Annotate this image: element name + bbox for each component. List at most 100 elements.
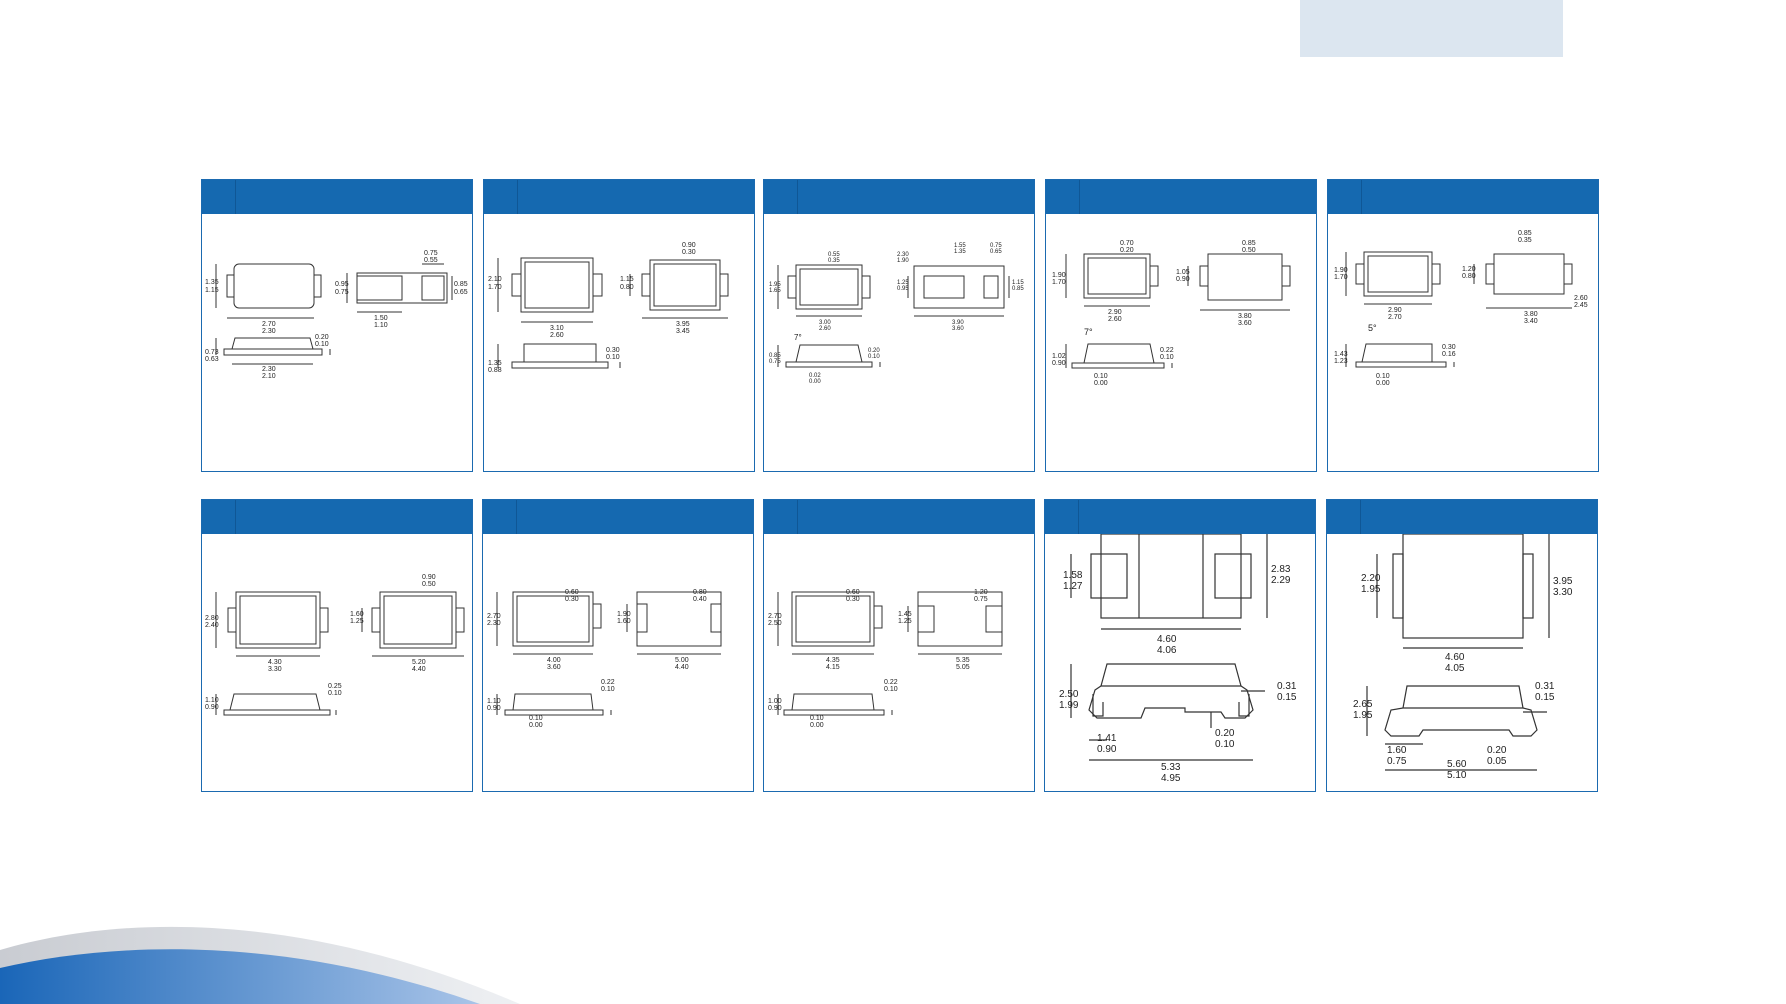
package-panel-5: 1.90 1.70 2.90 2.70 0.85 0.35 1.20 0.80 …	[1327, 179, 1599, 472]
dim-h1: 0.30	[606, 347, 620, 354]
dim-k2: 0.40	[693, 596, 707, 603]
dim-h1: 0.30	[1442, 344, 1456, 351]
dim-m1: 0.20	[1487, 745, 1507, 756]
dim-e1: 1.15	[1012, 280, 1024, 286]
dim-d1: 0.95	[335, 281, 349, 288]
dim-f2: 1.10	[374, 322, 388, 329]
dim-m1: 0.02	[809, 373, 821, 379]
dim-a2: 1.65	[769, 288, 781, 294]
panel-header	[483, 500, 753, 534]
dim-m2: 0.05	[1487, 756, 1507, 767]
dim-g1: 1.10	[487, 698, 501, 705]
package-panel-1: 1.35 1.15 2.70 2.30 0.75 0.55 0.95 0.75 …	[201, 179, 473, 472]
package-drawing-10: 2.20 1.95 3.95 3.30 4.60 4.05 2.65 1.95 …	[1353, 534, 1573, 781]
dim-h1: 0.31	[1535, 681, 1555, 692]
dim-f2: 3.45	[676, 328, 690, 335]
dim-n2: 0.90	[1097, 744, 1117, 755]
dim-k2: 0.35	[1518, 237, 1532, 244]
dim-b2: 2.60	[819, 326, 831, 332]
dim-c1: 0.70	[1120, 240, 1134, 247]
dim-f1: 5.35	[956, 657, 970, 664]
dim-g2: 0.75	[769, 359, 781, 365]
dim-c2: 0.30	[682, 249, 696, 256]
dim-f1: 5.33	[1161, 762, 1181, 773]
dim-b2: 2.70	[1388, 314, 1402, 321]
dim-a2: 1.70	[1052, 279, 1066, 286]
dim-f2: 4.40	[412, 666, 426, 673]
dim-b1: 3.10	[550, 325, 564, 332]
dim-d1: 1.15	[620, 276, 634, 283]
dim-h1: 0.20	[315, 334, 329, 341]
dim-c1: 0.90	[422, 574, 436, 581]
dim-d2: 1.60	[617, 618, 631, 625]
dim-d1: 1.45	[898, 611, 912, 618]
package-panel-9: 1.58 1.27 2.83 2.29 4.60 4.06 2.50 1.99 …	[1044, 499, 1316, 792]
dim-c2: 3.30	[1553, 587, 1573, 598]
dim-g2: 1.99	[1059, 700, 1079, 711]
dim-f1: 3.80	[1524, 311, 1538, 318]
package-drawing-3: 0.55 0.35 1.95 1.65 3.00 2.60 2.30 1.90 …	[769, 243, 1024, 385]
package-panel-10: 2.20 1.95 3.95 3.30 4.60 4.05 2.65 1.95 …	[1326, 499, 1598, 792]
dim-i2: 2.10	[262, 373, 276, 380]
package-panel-6: 2.80 2.40 4.30 3.30 0.90 0.50 1.60 1.25 …	[201, 499, 473, 792]
dim-a1: 1.95	[769, 282, 781, 288]
dim-l2: 0.65	[990, 249, 1002, 255]
dim-m2: 0.00	[529, 722, 543, 729]
dim-h1: 0.25	[328, 683, 342, 690]
dim-k2: 1.35	[954, 249, 966, 255]
dim-k2: 0.50	[1242, 247, 1256, 254]
dim-d2: 0.75	[335, 289, 349, 296]
panel-header	[202, 180, 472, 214]
dim-b2: 2.30	[262, 328, 276, 335]
dim-n1: 1.60	[1387, 745, 1407, 756]
package-panel-2: 2.10 1.70 3.10 2.60 0.90 0.30 1.15 0.80 …	[483, 179, 755, 472]
dim-f1: 5.20	[412, 659, 426, 666]
package-drawing-2: 2.10 1.70 3.10 2.60 0.90 0.30 1.15 0.80 …	[488, 242, 729, 374]
package-drawing-6: 2.80 2.40 4.30 3.30 0.90 0.50 1.60 1.25 …	[205, 574, 465, 716]
dim-h2: 0.15	[1535, 692, 1555, 703]
dim-d2: 1.25	[350, 618, 364, 625]
dim-d2: 0.90	[1176, 276, 1190, 283]
dim-d1: 1.05	[1176, 269, 1190, 276]
dim-f2: 3.60	[1238, 320, 1252, 327]
dim-h2: 0.10	[884, 686, 898, 693]
dim-c2: 2.29	[1271, 575, 1291, 586]
panel-header	[484, 180, 754, 214]
dim-c1: 3.95	[1553, 576, 1573, 587]
dim-d2: 0.80	[620, 284, 634, 291]
dim-h1: 0.22	[601, 679, 615, 686]
package-drawing-1: 1.35 1.15 2.70 2.30 0.75 0.55 0.95 0.75 …	[205, 250, 468, 380]
dim-b2: 2.60	[1108, 316, 1122, 323]
dim-h1: 0.22	[884, 679, 898, 686]
panel-header	[1045, 500, 1315, 534]
dim-a1: 1.90	[1334, 267, 1348, 274]
dim-a1: 2.10	[488, 276, 502, 283]
dim-a2: 2.40	[205, 622, 219, 629]
dim-f2: 3.40	[1524, 318, 1538, 325]
dim-m1: 0.10	[810, 715, 824, 722]
package-drawing-7: 0.60 0.30 2.70 2.30 4.00 3.60 0.80 0.40 …	[487, 589, 722, 729]
dim-c1: 0.60	[846, 589, 860, 596]
dim-f1: 5.60	[1447, 759, 1467, 770]
dim-b1: 4.60	[1157, 634, 1177, 645]
dim-m1: 0.10	[1376, 373, 1390, 380]
package-panel-3: 0.55 0.35 1.95 1.65 3.00 2.60 2.30 1.90 …	[763, 179, 1035, 472]
dim-f1: 3.80	[1238, 313, 1252, 320]
package-panel-8: 0.60 0.30 2.70 2.50 4.35 4.15 1.20 0.75 …	[763, 499, 1035, 792]
dim-b2: 4.05	[1445, 663, 1465, 674]
dim-h1: 0.20	[868, 348, 880, 354]
dim-m1: 0.20	[1215, 728, 1235, 739]
dim-a1: 2.70	[768, 613, 782, 620]
dim-n1: 1.41	[1097, 733, 1117, 744]
dim-a1: 2.70	[487, 613, 501, 620]
dim-b1: 2.70	[262, 321, 276, 328]
dim-g2: 0.63	[205, 356, 219, 363]
panel-header	[764, 180, 1034, 214]
dim-g2: 0.90	[768, 705, 782, 712]
dim-a2: 2.50	[768, 620, 782, 627]
dim-a2: 1.27	[1063, 581, 1083, 592]
dim-m1: 0.10	[529, 715, 543, 722]
dim-h2: 0.10	[868, 354, 880, 360]
dim-k1: 0.85	[1242, 240, 1256, 247]
dim-d1: 1.25	[897, 280, 909, 286]
